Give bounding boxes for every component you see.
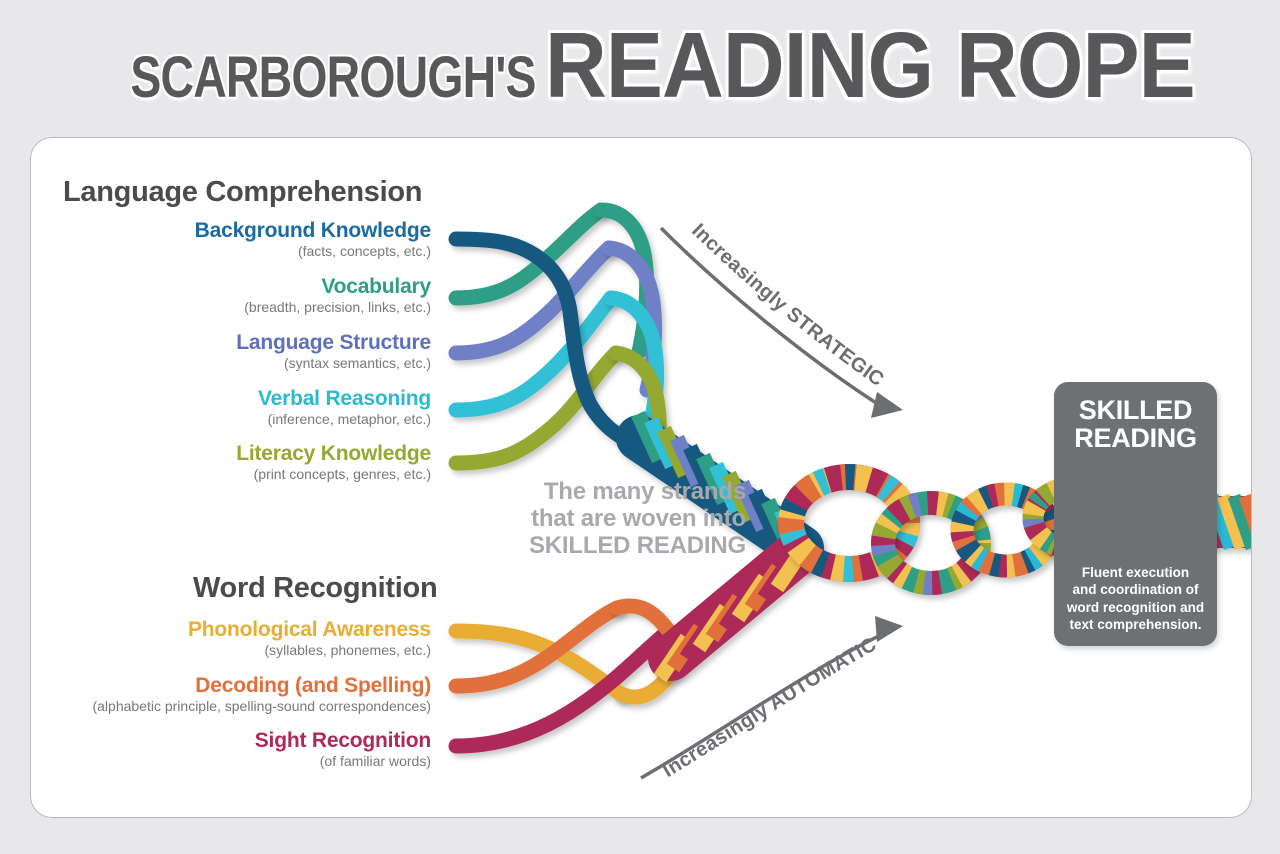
- strand-name-phonological-awareness: Phonological Awareness: [187, 618, 431, 641]
- title-reading-rope: READING ROPE: [545, 12, 1196, 117]
- strand-detail-sight-recognition: (of familiar words): [319, 753, 431, 770]
- strand-name-verbal-reasoning: Verbal Reasoning: [257, 387, 431, 410]
- page-title: SCARBOROUGH'S READING ROPE: [29, 12, 1252, 119]
- strand-path-verbal-reasoning: [448, 290, 619, 418]
- strand-name-sight-recognition: Sight Recognition: [254, 729, 431, 752]
- strand-label-phonological-awareness: Phonological Awareness (syllables, phone…: [31, 618, 431, 659]
- strand-label-language-structure: Language Structure (syntax semantics, et…: [31, 331, 431, 372]
- strand-path-decoding: [448, 600, 625, 694]
- page-title-bar: SCARBOROUGH'S READING ROPE: [0, 0, 1280, 130]
- center-note-line-3: SKILLED READING: [528, 532, 746, 560]
- center-note: The many strands that are woven into SKI…: [461, 478, 746, 559]
- skilled-reading-body-line-2: and coordination of: [1072, 582, 1199, 598]
- strand-label-literacy-knowledge: Literacy Knowledge (print concepts, genr…: [31, 442, 431, 483]
- arrow-automatic-head: [875, 616, 903, 642]
- strand-label-verbal-reasoning: Verbal Reasoning (inference, metaphor, e…: [31, 387, 431, 428]
- heading-word-recognition: Word Recognition: [193, 572, 438, 604]
- warm-strand-group: [448, 600, 673, 754]
- reading-rope-illustration: Increasingly STRATEGIC Increasingly AUTO…: [448, 202, 1251, 782]
- strand-label-decoding: Decoding (and Spelling) (alphabetic prin…: [31, 674, 431, 715]
- skilled-reading-box: SKILLED READING Fluent execution and coo…: [1054, 382, 1217, 646]
- cool-strand-group: [448, 202, 624, 471]
- strand-path-sight-recognition: [448, 626, 673, 754]
- strand-detail-vocabulary: (breadth, precision, links, etc.): [244, 299, 431, 316]
- heading-language-comprehension: Language Comprehension: [63, 176, 423, 208]
- skilled-reading-body: Fluent execution and coordination of wor…: [1060, 564, 1211, 633]
- infographic-card: Increasingly STRATEGIC Increasingly AUTO…: [30, 137, 1252, 818]
- skilled-reading-body-line-1: Fluent execution: [1081, 565, 1190, 580]
- skilled-reading-title-line-2: READING: [1074, 423, 1197, 454]
- strand-label-background-knowledge: Background Knowledge (facts, concepts, e…: [31, 219, 432, 260]
- arrow-strategic-path: [659, 226, 882, 408]
- strand-name-literacy-knowledge: Literacy Knowledge: [236, 442, 431, 465]
- skilled-reading-title: SKILLED READING: [1054, 396, 1217, 453]
- strand-path-language-structure: [448, 240, 617, 361]
- strand-detail-verbal-reasoning: (inference, metaphor, etc.): [267, 411, 431, 428]
- strand-name-background-knowledge: Background Knowledge: [194, 219, 432, 242]
- arrow-label-strategic: Increasingly STRATEGIC: [687, 220, 888, 392]
- strand-detail-literacy-knowledge: (print concepts, genres, etc.): [253, 466, 431, 483]
- skilled-reading-body-line-4: text comprehension.: [1069, 616, 1202, 632]
- strand-label-vocabulary: Vocabulary (breadth, precision, links, e…: [31, 275, 431, 316]
- skilled-reading-title-line-1: SKILLED: [1078, 395, 1193, 425]
- warm-twisted-rope: [648, 535, 814, 683]
- strand-detail-background-knowledge: (facts, concepts, etc.): [297, 243, 431, 260]
- strand-path-literacy-knowledge: [448, 345, 624, 471]
- arrow-automatic-path: [640, 628, 892, 780]
- strand-detail-phonological-awareness: (syllables, phonemes, etc.): [264, 642, 431, 659]
- strand-path-background-knowledge: [448, 231, 579, 328]
- strand-detail-decoding: (alphabetic principle, spelling-sound co…: [92, 698, 431, 715]
- arrow-strategic-head: [871, 392, 903, 418]
- skilled-reading-body-line-3: word recognition and: [1066, 599, 1205, 615]
- strand-label-sight-recognition: Sight Recognition (of familiar words): [31, 729, 431, 770]
- strand-name-language-structure: Language Structure: [236, 331, 431, 354]
- strand-detail-language-structure: (syntax semantics, etc.): [283, 355, 431, 372]
- strand-name-vocabulary: Vocabulary: [321, 275, 431, 298]
- title-scarboroughs: SCARBOROUGH'S: [129, 44, 536, 110]
- center-note-line-2: that are woven into: [531, 505, 746, 533]
- center-note-line-1: The many strands: [543, 478, 746, 505]
- strand-name-decoding: Decoding (and Spelling): [195, 674, 431, 697]
